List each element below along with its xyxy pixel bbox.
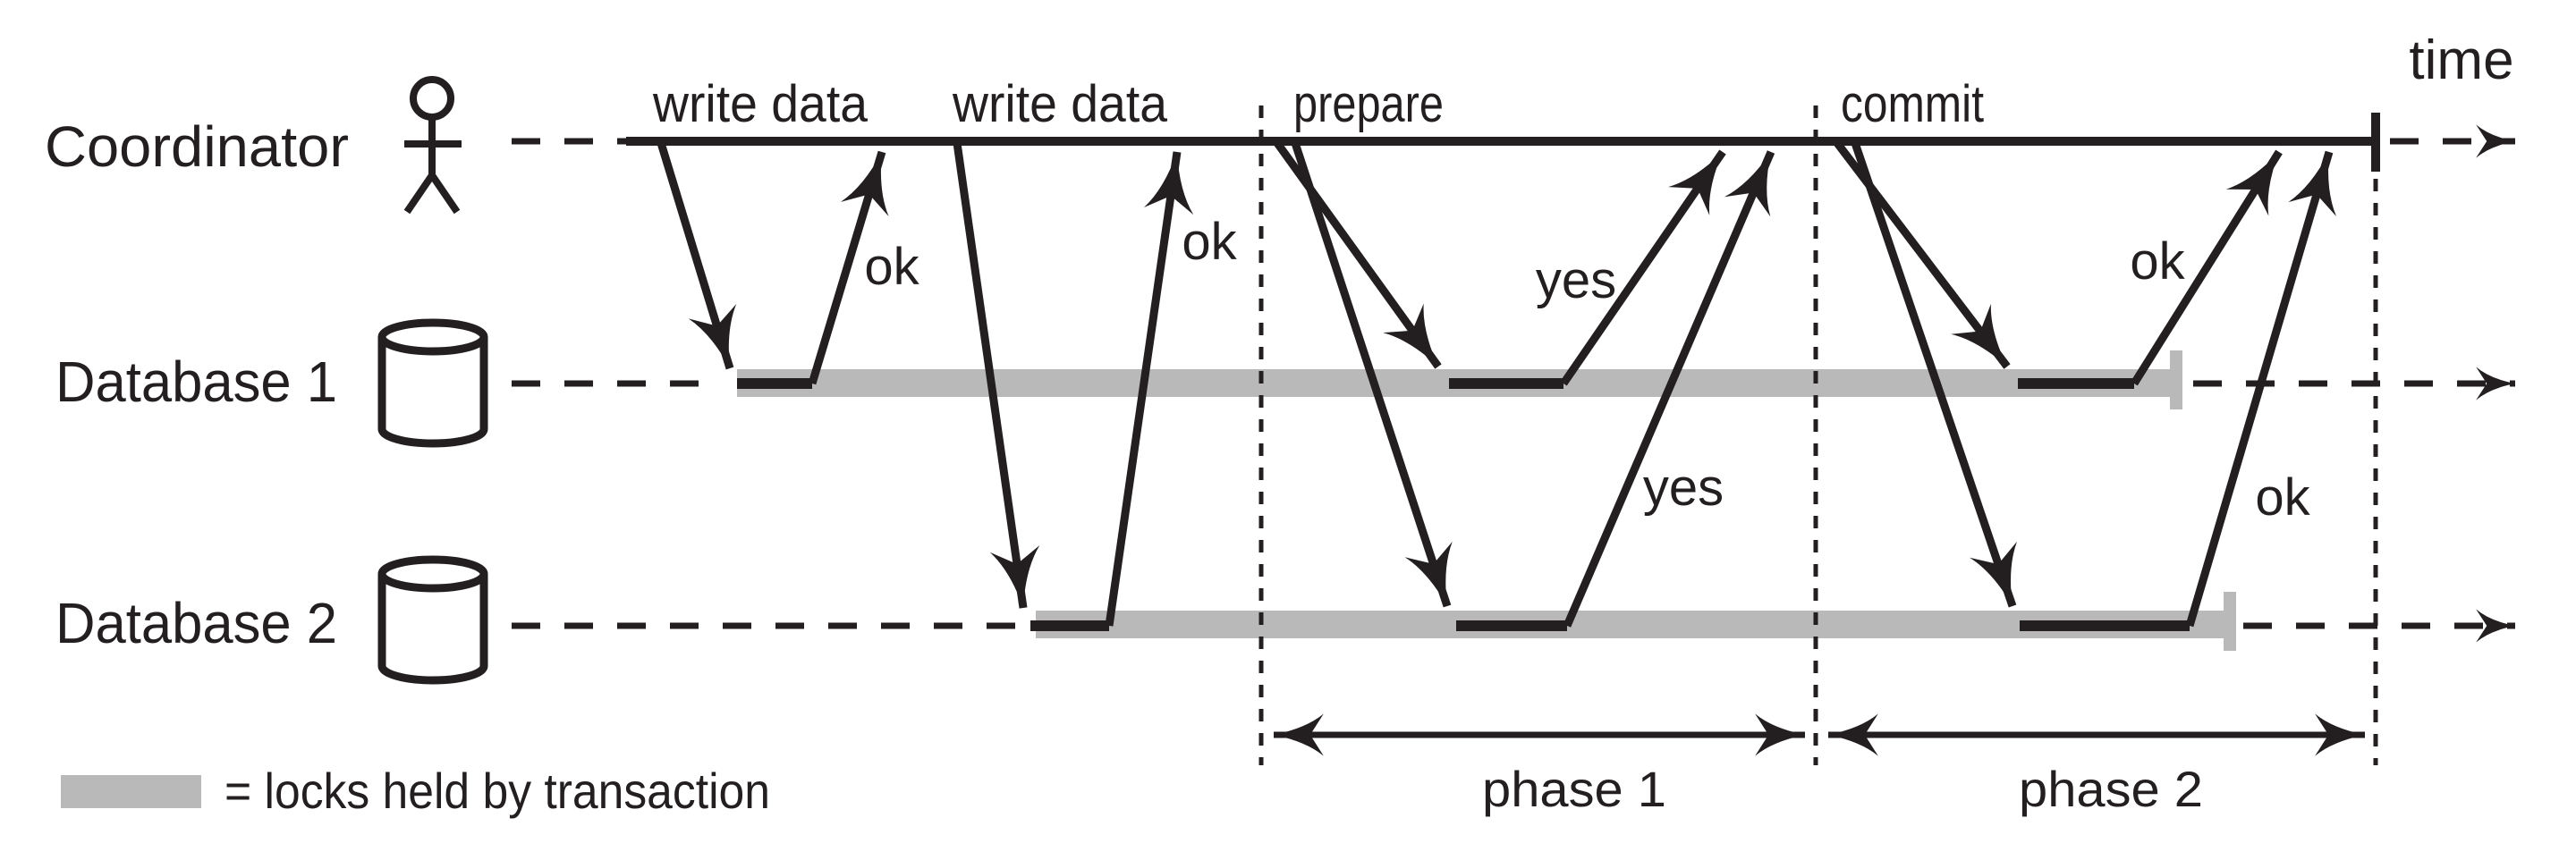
database1-lane-label: Database 1 [55,350,337,414]
write1-ok-arrow [808,150,889,385]
commit-db2-ok-label: ok [2255,468,2310,527]
message-arrows [657,140,2337,631]
lock-bar-db2-end-cap [2224,592,2236,651]
database2-lane-label: Database 2 [55,591,337,655]
cylinder-body [377,337,488,448]
coordinator-person-icon [403,76,462,215]
coordinator-timeline [512,113,2515,172]
commit-ok-db2-arrow [2185,150,2337,628]
prepare-yes-db2-arrow [1563,150,1775,628]
legend-lock-swatch [61,775,201,808]
prepare-request-db2-arrow [1291,141,1453,608]
write1-ok-label: ok [864,238,919,296]
prepare-yes-db1-arrow [1560,149,1726,386]
commit-ok-db1-arrow [2131,149,2283,386]
write2-request-arrow [953,142,1040,609]
coordinator-lane-label: Coordinator [45,114,349,179]
prepare-db2-yes-label: yes [1643,459,1724,517]
write1-request-arrow [657,141,737,370]
phase1-label: phase 1 [1482,761,1666,817]
prepare-event-label: prepare [1293,75,1444,133]
commit-request-db2-arrow [1851,141,2018,608]
write-data-2-event-label: write data [952,75,1168,133]
person-leg-left [403,173,436,215]
person-leg-right [428,173,461,215]
database2-cylinder-icon [377,555,488,685]
write2-ok-arrow [1105,151,1194,627]
lock-bar-db1-end-cap [2170,350,2182,409]
phase-boundaries [1258,105,2378,765]
time-axis-label: time [2409,30,2513,91]
commit-db1-ok-label: ok [2130,232,2185,291]
legend-text: = locks held by transaction [225,763,770,819]
phase2-label: phase 2 [2019,761,2203,817]
write2-ok-label: ok [1182,213,1237,271]
cylinder-top [377,555,488,593]
cylinder-body [377,574,488,685]
prepare-db1-yes-label: yes [1536,251,1616,309]
cylinder-top [377,318,488,356]
commit-event-label: commit [1841,75,1984,133]
database1-cylinder-icon [377,318,488,448]
write-data-1-event-label: write data [652,75,869,133]
person-head [410,76,454,121]
